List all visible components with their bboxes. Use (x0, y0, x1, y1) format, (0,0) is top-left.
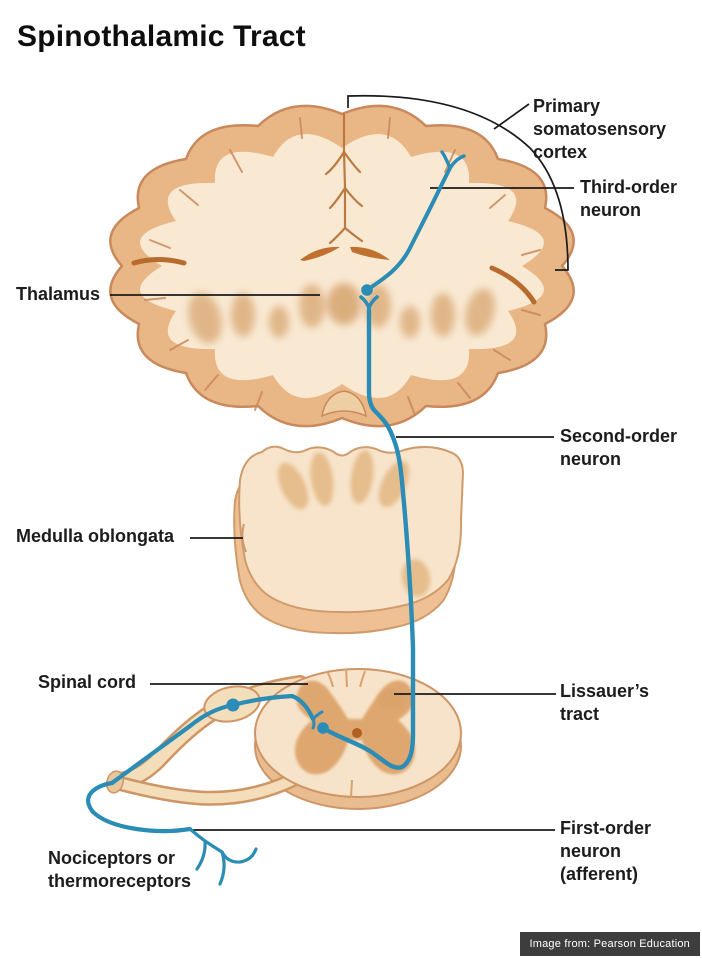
third-order-terminal (440, 150, 466, 170)
brain-section (109, 104, 575, 428)
first-order-cell-body (226, 698, 240, 712)
lateral-ventricles (300, 246, 390, 261)
leader-lines (110, 94, 574, 831)
cortex-bracket (347, 94, 569, 271)
first-order-loop (86, 780, 193, 834)
label-thalamus: Thalamus (16, 284, 101, 304)
label-primary-somatosensory-cortex: Primary somatosensory cortex (533, 96, 667, 163)
central-canal (352, 728, 362, 738)
first-order-neuron-fiber (188, 827, 258, 886)
label-third-order-neuron: Third-order neuron (580, 177, 677, 221)
image-credit-badge: Image from: Pearson Education (519, 932, 700, 956)
spinal-cord-section (106, 668, 462, 810)
label-lissauers-tract: Lissauer’s tract (560, 681, 650, 725)
label-first-order-neuron: First-order neuron (afferent) (560, 818, 652, 885)
midbrain-stub (321, 390, 367, 418)
cord-dorsal-grooves (326, 668, 366, 798)
label-medulla-oblongata: Medulla oblongata (16, 526, 175, 546)
label-second-order-neuron: Second-order neuron (560, 426, 678, 470)
spinothalamic-pathway (86, 150, 466, 886)
second-order-axon (320, 307, 416, 770)
third-order-axon (365, 166, 452, 292)
medulla-top-face (238, 445, 465, 614)
first-order-terminal (311, 710, 324, 730)
second-order-terminal (359, 295, 379, 314)
medulla-section (233, 445, 465, 635)
page-title: Spinothalamic Tract (17, 20, 306, 53)
label-nociceptors-thermoreceptors: Nociceptors or thermoreceptors (48, 848, 192, 892)
midline-fissure (324, 112, 364, 245)
label-spinal-cord: Spinal cord (38, 672, 137, 692)
lissauer-tract-zone (378, 690, 406, 710)
leader-primary-cortex (493, 103, 530, 130)
lateral-sulci (131, 257, 537, 305)
sulci-lines (144, 117, 541, 416)
